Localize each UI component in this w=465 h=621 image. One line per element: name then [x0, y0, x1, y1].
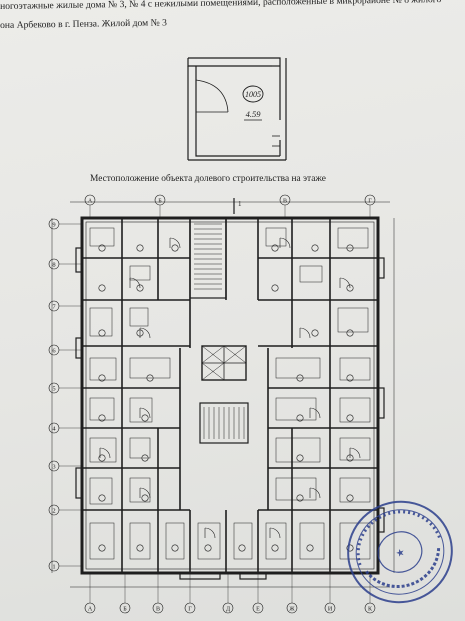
axis-left-bubble	[48, 504, 60, 516]
axis-bottom-label: A	[88, 607, 93, 613]
axis-left-label: 8	[52, 262, 55, 269]
axis-bottom-bubble	[84, 602, 96, 614]
axis-left-label: 5	[52, 386, 55, 393]
floor-plan-drawing: A Б В Г 9 8 7 6 5 4 3 2 1 A Б В Г Д Е Ж И К 1	[48, 194, 395, 614]
axis-bottom-label: Е	[256, 607, 260, 613]
axis-left-label: 2	[52, 508, 55, 515]
axis-bottom-label: Б	[123, 607, 127, 613]
axis-bottom-bubble	[119, 602, 131, 614]
axis-left-bubble	[48, 460, 60, 472]
axis-bottom-label: В	[156, 607, 160, 613]
header-line-1: ногоэтажные жилые дома № 3, № 4 с нежилы…	[0, 0, 442, 12]
axis-left-label: 1	[52, 564, 55, 571]
axis-left-label: 7	[52, 304, 56, 311]
axis-top-label: A	[88, 199, 93, 205]
axis-bottom-bubble	[286, 602, 298, 614]
axis-top-label: Г	[368, 199, 372, 205]
axis-bottom-bubble	[252, 602, 264, 614]
axis-bottom-bubble	[152, 602, 164, 614]
unit-plan-diagram: 1005 4.59	[187, 57, 287, 161]
axis-left-bubble	[48, 258, 60, 270]
axis-left-label: 9	[52, 222, 55, 229]
axis-bottom-label: Ж	[289, 607, 295, 613]
axis-left-bubble	[48, 218, 60, 230]
axis-bottom-bubble	[184, 602, 196, 614]
axis-bottom-label: Г	[188, 607, 192, 613]
location-title: Местоположение объекта долевого строител…	[90, 174, 326, 184]
unit-number: 1005	[245, 90, 261, 99]
axis-bottom-bubble	[364, 602, 376, 614]
axis-top-bubble	[154, 194, 166, 206]
axis-bottom-label: И	[328, 607, 333, 613]
axis-top-bubble	[84, 194, 96, 206]
axis-left-label: 4	[52, 426, 56, 433]
axis-top-bubble	[364, 194, 376, 206]
svg-text:★: ★	[394, 547, 406, 560]
axis-left-bubble	[48, 422, 60, 434]
axis-left-bubble	[48, 344, 60, 356]
unit-area: 4.59	[246, 109, 262, 119]
axis-bottom-label: К	[368, 607, 373, 613]
document-header: ногоэтажные жилые дома № 3, № 4 с нежилы…	[0, 0, 465, 50]
axis-bottom-bubble	[324, 602, 336, 614]
seal-stamp: ★	[347, 500, 453, 604]
axis-left-bubble	[48, 300, 60, 312]
axis-left-bubble	[48, 560, 60, 572]
axis-top-label: В	[283, 199, 287, 205]
axis-left-label: 6	[52, 348, 56, 355]
section-mark: 1	[238, 200, 242, 208]
axis-top-label: Б	[158, 199, 162, 205]
axis-bottom-label: Д	[226, 607, 230, 613]
axis-left-label: 3	[52, 464, 55, 471]
axis-top-bubble	[279, 194, 291, 206]
header-line-2: она Арбеково в г. Пенза. Жилой дом № 3	[0, 17, 168, 31]
axis-bottom-bubble	[222, 602, 234, 614]
axis-left-bubble	[48, 382, 60, 394]
